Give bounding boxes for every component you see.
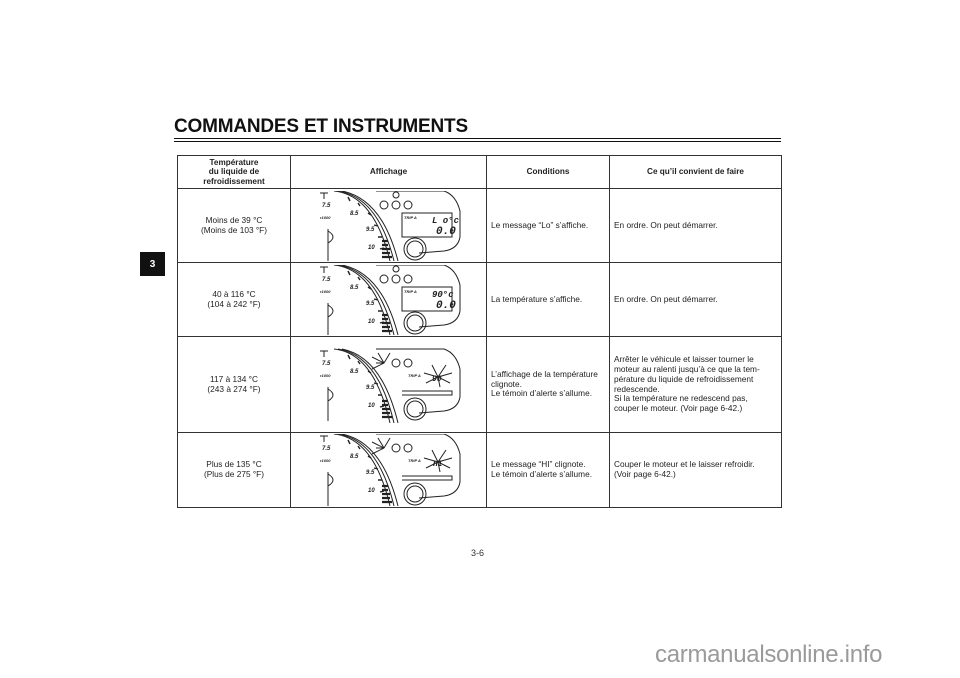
svg-text:7.5: 7.5	[322, 361, 331, 367]
svg-text:r1000: r1000	[320, 373, 331, 378]
svg-text:8.5: 8.5	[350, 285, 359, 291]
table-row: 40 à 116 °C (104 à 242 °F)	[177, 262, 782, 337]
svg-text:9.5: 9.5	[366, 385, 375, 391]
conditions-cell: Le message “HI” clignote. Le témoin d’al…	[486, 432, 610, 508]
svg-text:TRIP A: TRIP A	[404, 215, 417, 220]
column-header-temperature: Température du liquide de refroidissemen…	[177, 155, 291, 189]
svg-text:7.5: 7.5	[322, 277, 331, 283]
display-cell: 7.5 8.5 9.5 10 r1000 TRIP A HI	[290, 432, 487, 508]
page-number: 3-6	[471, 548, 485, 558]
svg-text:0.0: 0.0	[436, 300, 456, 312]
action-cell: Couper le moteur et le laisser refroidir…	[609, 432, 782, 508]
svg-text:TRIP A: TRIP A	[408, 373, 421, 378]
temperature-cell: 117 à 134 °C (243 à 274 °F)	[177, 336, 291, 433]
display-cell: 7.5 8.5 9.5 10 r1000 TRIP A 90°c 0.0	[290, 262, 487, 337]
action-cell: Arrêter le véhicule et laisser tourner l…	[609, 336, 782, 433]
watermark: carmanualsonline.info	[655, 641, 883, 668]
svg-text:10: 10	[368, 403, 375, 409]
svg-text:HI: HI	[433, 460, 443, 469]
table-row: 117 à 134 °C (243 à 274 °F)	[177, 336, 782, 433]
action-cell: En ordre. On peut démarrer.	[609, 188, 782, 263]
temperature-cell: Plus de 135 °C (Plus de 275 °F)	[177, 432, 291, 508]
svg-text:TRIP A: TRIP A	[404, 289, 417, 294]
conditions-cell: La température s’affiche.	[486, 262, 610, 337]
svg-text:10: 10	[368, 319, 375, 325]
instrument-cluster-hi-blinking-icon: 7.5 8.5 9.5 10 r1000 TRIP A HI	[319, 434, 460, 506]
section-tab: 3	[140, 252, 165, 276]
title-rule	[174, 141, 781, 142]
svg-text:7.5: 7.5	[322, 203, 331, 209]
table-row: Plus de 135 °C (Plus de 275 °F)	[177, 432, 782, 508]
column-header-display: Affichage	[290, 155, 487, 189]
table-row: Moins de 39 °C (Moins de 103 °F)	[177, 188, 782, 263]
svg-text:9.5: 9.5	[366, 470, 375, 476]
svg-text:10: 10	[368, 245, 375, 251]
table-header-row: Température du liquide de refroidissemen…	[177, 155, 782, 189]
svg-text:r1000: r1000	[320, 215, 331, 220]
instrument-cluster-temp-blinking-icon: 7.5 8.5 9.5 10 r1000 TRIP A 90	[319, 348, 460, 423]
temperature-cell: Moins de 39 °C (Moins de 103 °F)	[177, 188, 291, 263]
temperature-cell: 40 à 116 °C (104 à 242 °F)	[177, 262, 291, 337]
title-rule	[174, 138, 781, 139]
svg-text:9.5: 9.5	[366, 227, 375, 233]
svg-text:90: 90	[432, 375, 442, 384]
svg-text:90°c: 90°c	[432, 290, 454, 300]
svg-text:0.0: 0.0	[436, 226, 456, 238]
instrument-cluster-lo-icon: 7.5 8.5 9.5 10 r1000 TRIP A L o°c 0.0	[319, 190, 460, 261]
svg-text:10: 10	[368, 488, 375, 494]
svg-text:8.5: 8.5	[350, 369, 359, 375]
svg-text:L o°c: L o°c	[432, 216, 460, 226]
display-cell: 7.5 8.5 9.5 10 r1000 TRIP A 90	[290, 336, 487, 433]
page-title: COMMANDES ET INSTRUMENTS	[174, 116, 468, 137]
svg-text:7.5: 7.5	[322, 446, 331, 452]
instrument-cluster-temp-icon: 7.5 8.5 9.5 10 r1000 TRIP A 90°c 0.0	[319, 264, 460, 335]
svg-text:r1000: r1000	[320, 289, 331, 294]
conditions-cell: L’affichage de la température clignote. …	[486, 336, 610, 433]
action-cell: En ordre. On peut démarrer.	[609, 262, 782, 337]
svg-text:8.5: 8.5	[350, 454, 359, 460]
conditions-cell: Le message “Lo” s’affiche.	[486, 188, 610, 263]
svg-text:r1000: r1000	[320, 458, 331, 463]
display-cell: 7.5 8.5 9.5 10 r1000 TRIP A L o°c 0.0	[290, 188, 487, 263]
svg-text:9.5: 9.5	[366, 301, 375, 307]
column-header-conditions: Conditions	[486, 155, 610, 189]
svg-text:8.5: 8.5	[350, 211, 359, 217]
svg-text:TRIP A: TRIP A	[408, 458, 421, 463]
column-header-action: Ce qu’il convient de faire	[609, 155, 782, 189]
coolant-temperature-table: Température du liquide de refroidissemen…	[177, 155, 782, 508]
